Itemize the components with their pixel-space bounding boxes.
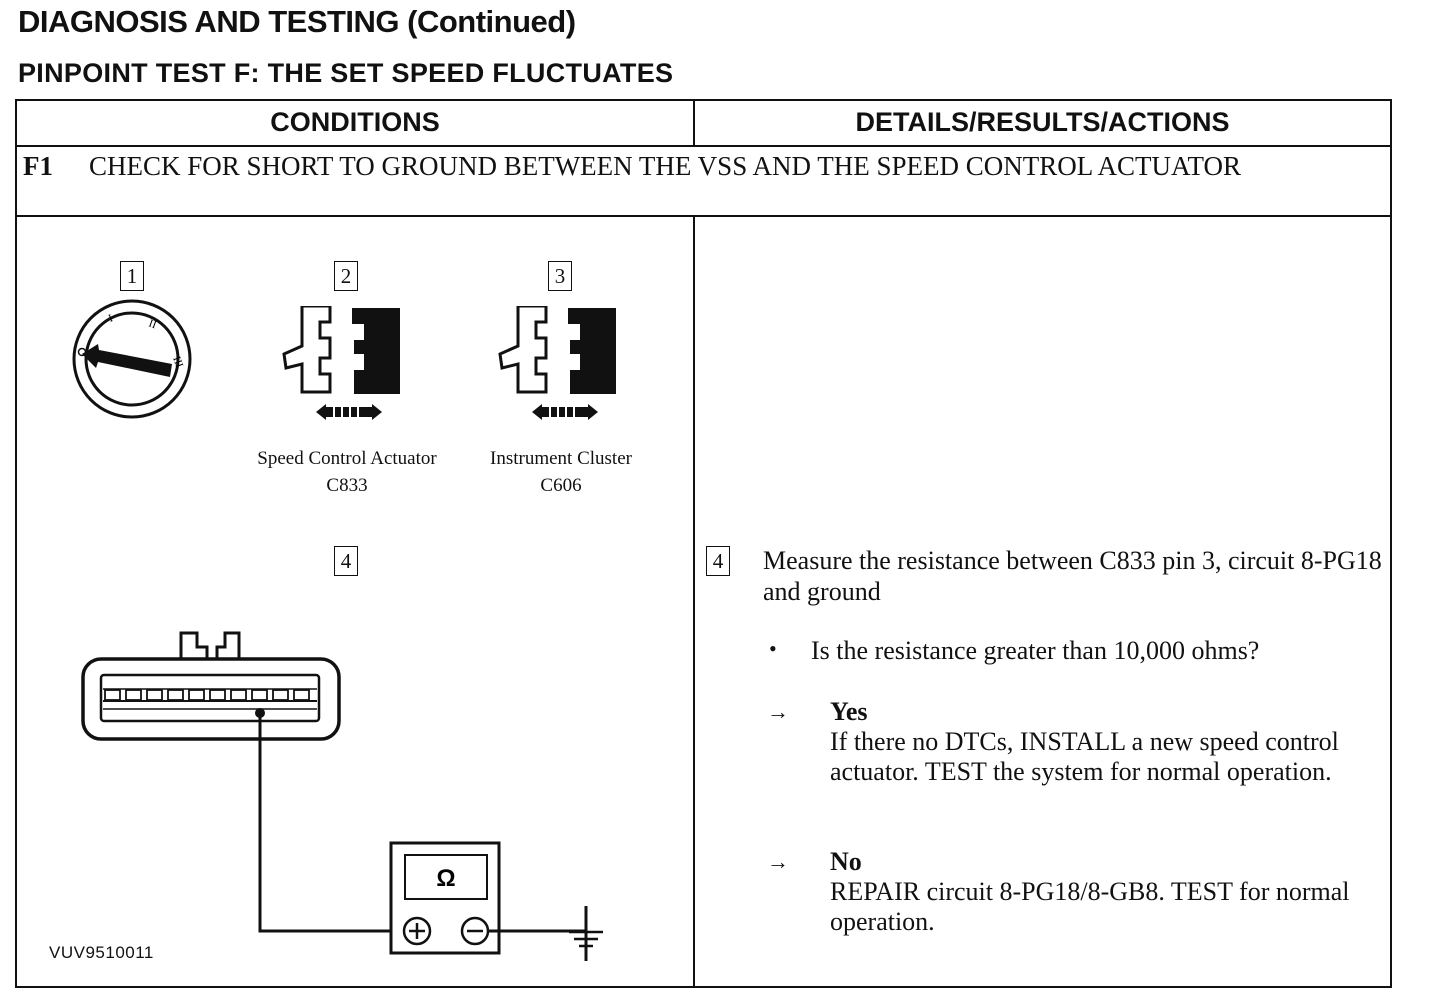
question-bullet: • [769,636,777,661]
yes-label: Yes [830,697,868,726]
connector-c833-code: C833 [326,475,368,496]
connector-disconnect-icon [282,306,400,420]
page-title: DIAGNOSIS AND TESTING (Continued) [18,4,576,39]
connector-disconnect-icon [498,306,616,420]
column-divider [693,215,695,986]
yes-action: If there no DTCs, INSTALL a new speed co… [830,727,1339,786]
step-divider [17,215,1390,217]
figure-code: VUV9510011 [49,943,154,962]
connector-c833-name: Speed Control Actuator [257,448,437,469]
step-4-box: 4 [334,546,358,576]
no-action: REPAIR circuit 8-PG18/8-GB8. TEST for no… [830,877,1350,936]
step-1-box: 1 [120,261,144,291]
ignition-mark-2: II [147,318,158,332]
details-header: DETAILS/RESULTS/ACTIONS [855,107,1230,137]
ignition-switch-icon: I II III [72,299,192,419]
pinpoint-test-title: PINPOINT TEST F: THE SET SPEED FLUCTUATE… [18,58,674,88]
conditions-header: CONDITIONS [270,107,440,137]
resistance-question: Is the resistance greater than 10,000 oh… [811,636,1260,665]
ohmmeter-icon: Ω [389,841,501,955]
test-table: CONDITIONS DETAILS/RESULTS/ACTIONS F1 CH… [15,99,1392,988]
no-label: No [830,847,862,876]
connector-c606-code: C606 [540,475,582,496]
connector-c606-name: Instrument Cluster [490,448,632,469]
column-divider-top [693,101,695,145]
ignition-mark-1: I [107,312,115,325]
step-id: F1 [23,151,53,181]
ohm-symbol: Ω [436,865,455,892]
no-arrow-icon: → [767,849,789,874]
step-title: CHECK FOR SHORT TO GROUND BETWEEN THE VS… [89,151,1241,181]
resistance-test-diagram: Ω [81,631,588,961]
header-divider [17,145,1390,147]
connector-c606-label: Instrument Cluster C606 [461,445,661,499]
measurement-instruction: Measure the resistance between C833 pin … [763,546,1382,606]
ignition-mark-3: III [170,355,185,370]
step-3-box: 3 [548,261,572,291]
connector-c833-label: Speed Control Actuator C833 [232,445,462,499]
harness-connector-icon [81,631,341,741]
yes-arrow-icon: → [767,699,789,724]
ground-symbol-icon [569,906,603,948]
step-2-box: 2 [334,261,358,291]
details-step-box: 4 [706,546,730,576]
